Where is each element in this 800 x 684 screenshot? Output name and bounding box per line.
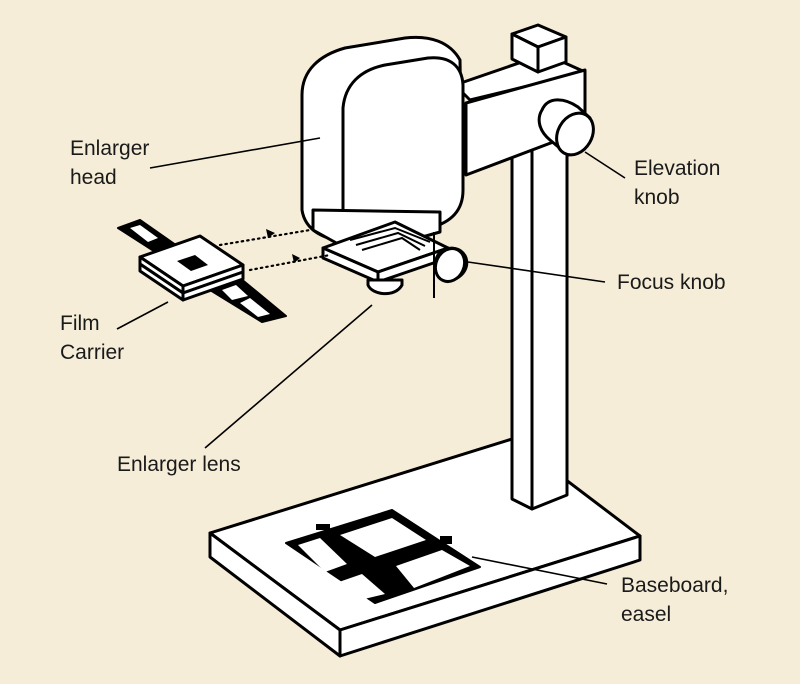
label-enlarger-lens: Enlarger lens bbox=[117, 453, 241, 476]
label-focus-knob: Focus knob bbox=[617, 271, 726, 294]
leader-elevation-knob bbox=[584, 151, 626, 179]
label-elevation-knob: Elevation knob bbox=[634, 157, 726, 209]
leader-enlarger-lens bbox=[204, 304, 373, 449]
enlarger-head[interactable] bbox=[300, 35, 465, 257]
leader-focus-knob bbox=[467, 261, 606, 283]
label-film-carrier: Film Carrier bbox=[60, 312, 124, 364]
film-carrier[interactable] bbox=[117, 219, 287, 323]
label-baseboard-easel: Baseboard, easel bbox=[621, 574, 734, 626]
arm-top-block bbox=[510, 23, 568, 74]
easel bbox=[285, 509, 481, 604]
label-enlarger-head: Enlarger head bbox=[70, 137, 155, 189]
focus-knob[interactable] bbox=[430, 244, 470, 287]
light-path-arrows bbox=[218, 228, 332, 272]
leader-baseboard bbox=[471, 556, 608, 585]
column bbox=[510, 132, 569, 511]
enlarger-lens[interactable] bbox=[366, 278, 404, 296]
leader-enlarger-head bbox=[149, 137, 321, 169]
elevation-knob[interactable] bbox=[537, 98, 601, 162]
leader-film-carrier bbox=[116, 301, 169, 330]
